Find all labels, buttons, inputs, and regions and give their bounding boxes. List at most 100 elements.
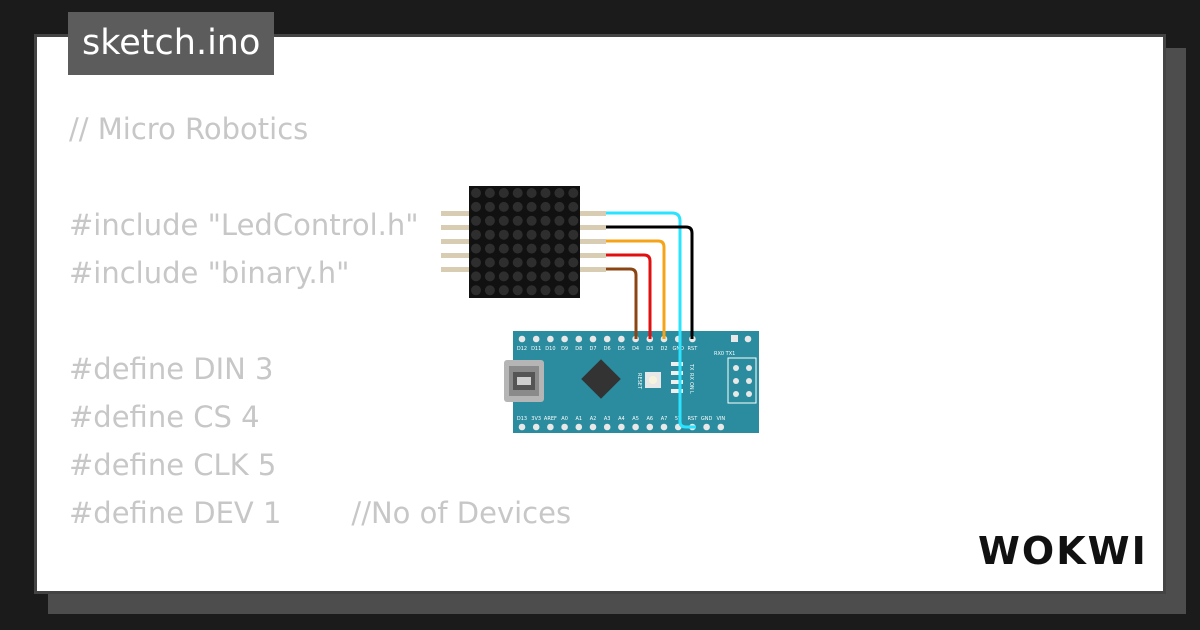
icsp-header: [727, 357, 757, 404]
wire-cyan[interactable]: [606, 211, 696, 429]
matrix-led: [526, 257, 537, 268]
matrix-led: [568, 201, 579, 212]
pin: [589, 335, 597, 343]
file-tab[interactable]: sketch.ino: [68, 12, 275, 75]
code-comment: //No of Devices: [351, 496, 572, 530]
pin-label: D6: [604, 346, 611, 352]
pin: [660, 423, 668, 431]
pin-label: AREF: [544, 416, 557, 422]
pin: [561, 423, 568, 431]
matrix-led: [526, 285, 537, 296]
led-label: TX: [688, 363, 694, 371]
board-pcb: [513, 331, 759, 433]
wire-orange[interactable]: [606, 239, 666, 339]
code-line: #include "binary.h": [69, 256, 350, 290]
matrix-led: [554, 285, 565, 296]
matrix-led: [471, 201, 481, 212]
pin: [589, 423, 597, 431]
matrix-led: [484, 201, 495, 212]
code-line: #include "LedControl.h": [69, 208, 419, 242]
matrix-led: [471, 243, 481, 254]
matrix-body: [469, 186, 580, 298]
matrix-led: [540, 257, 551, 268]
pin-label: D10: [545, 346, 555, 352]
pin-label: D4: [632, 346, 639, 352]
matrix-led: [512, 271, 523, 282]
pin: [731, 335, 738, 342]
matrix-led: [512, 201, 523, 212]
pin-label: VIN: [716, 416, 725, 422]
pin: [518, 335, 526, 343]
matrix-leds: [471, 188, 579, 296]
matrix-led: [484, 257, 495, 268]
matrix-led: [471, 215, 481, 226]
wire-red[interactable]: [606, 253, 652, 339]
pin-label: A6: [646, 416, 653, 422]
pin-label: A4: [618, 416, 625, 422]
matrix-led: [471, 257, 481, 268]
matrix-led: [540, 271, 551, 282]
matrix-led: [512, 243, 523, 254]
matrix-led: [540, 188, 551, 198]
pin-label: GND: [672, 346, 684, 352]
matrix-led: [568, 188, 579, 198]
pin-label: A5: [632, 416, 639, 422]
matrix-led: [498, 271, 509, 282]
matrix-led: [471, 271, 481, 282]
matrix-led: [484, 243, 495, 254]
usb-connector-icon: [504, 360, 544, 402]
wire-black[interactable]: [606, 225, 694, 339]
pin-label: D13: [517, 416, 527, 422]
code-line: #define CLK 5: [69, 448, 277, 482]
matrix-led: [512, 257, 523, 268]
matrix-led: [484, 215, 495, 226]
led-label: ON: [688, 382, 694, 390]
pin: [717, 423, 725, 431]
matrix-led: [484, 285, 495, 296]
matrix-led: [540, 243, 551, 254]
matrix-led: [498, 215, 509, 226]
pin-label: D9: [561, 346, 568, 352]
matrix-led: [568, 243, 579, 254]
code-line: // Micro Robotics: [69, 112, 309, 146]
pin-label: A0: [561, 416, 568, 422]
matrix-led: [554, 215, 565, 226]
pin-label: D2: [660, 346, 667, 352]
matrix-led: [498, 201, 509, 212]
pin: [547, 423, 554, 431]
reset-button[interactable]: [645, 372, 661, 388]
pin: [575, 423, 583, 431]
pin-label: 5V: [675, 416, 682, 422]
code-line: #define DEV 1//No of Devices: [69, 489, 707, 537]
matrix-led: [568, 271, 579, 282]
matrix-led: [471, 229, 481, 240]
matrix-led: [526, 271, 537, 282]
mcu-chip-icon: [581, 359, 621, 399]
pin-label: D11: [531, 346, 541, 352]
led-label: L: [688, 391, 694, 394]
pin-label: 3V3: [531, 416, 541, 422]
matrix-led: [526, 243, 537, 254]
code-line: #define CS 4: [69, 400, 260, 434]
logo-text: WOKWI: [978, 529, 1148, 573]
matrix-led: [526, 188, 537, 198]
matrix-led: [498, 257, 509, 268]
led-matrix[interactable]: [441, 186, 606, 298]
wires[interactable]: [606, 211, 696, 429]
pin-label: D12: [517, 346, 527, 352]
matrix-led: [540, 215, 551, 226]
status-leds: [671, 362, 683, 393]
code-editor[interactable]: // Micro Robotics #include "LedControl.h"…: [69, 105, 707, 591]
wire-brown[interactable]: [606, 267, 638, 339]
pin: [618, 335, 625, 343]
matrix-led: [554, 229, 565, 240]
matrix-led: [526, 201, 537, 212]
pin-label: RST: [688, 346, 699, 352]
pin-label: D5: [618, 346, 625, 352]
matrix-right-pins: [580, 211, 606, 272]
